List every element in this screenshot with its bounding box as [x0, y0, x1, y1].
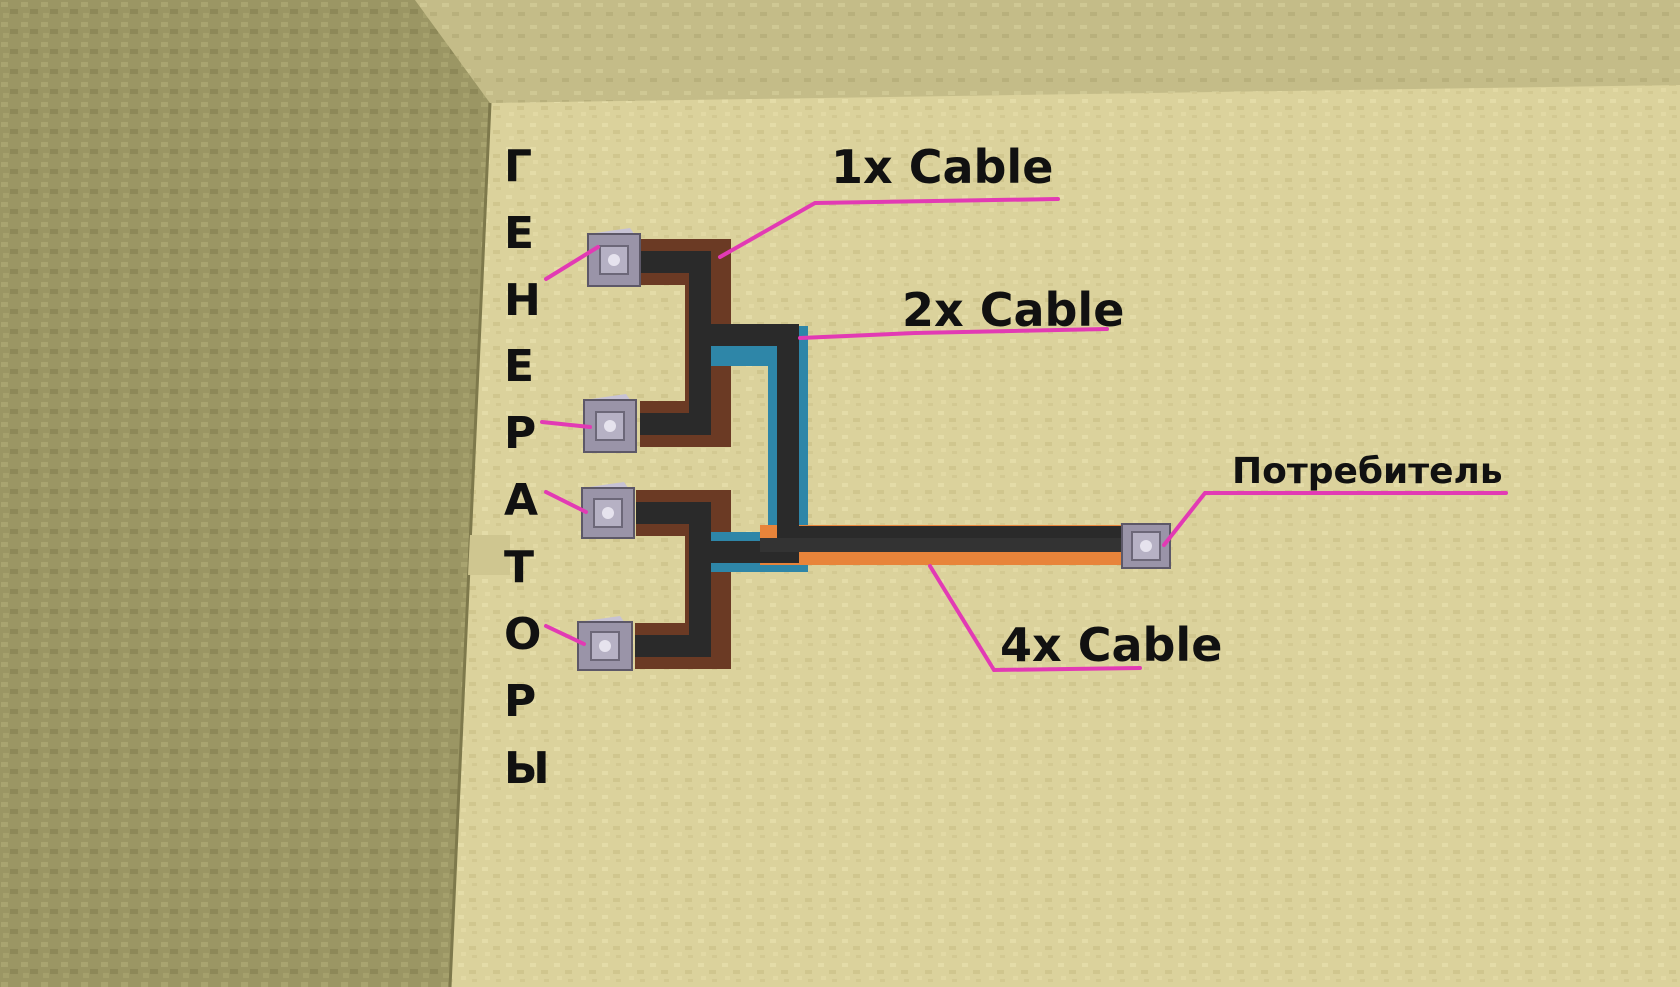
annotation-lines — [540, 197, 1508, 673]
cable-cores — [635, 251, 1128, 657]
pointer-4x-cable — [928, 564, 1142, 673]
generators-letter: Р — [504, 676, 537, 727]
consumer-machine[interactable] — [1121, 523, 1171, 569]
pointer-generator-4 — [544, 624, 586, 646]
pointer-1x-cable — [718, 197, 1060, 259]
generators-letter: Е — [504, 341, 535, 392]
pointer-2x-cable — [798, 327, 1109, 340]
generators-letter: Е — [504, 208, 535, 259]
label-4x-cable: 4x Cable — [1000, 618, 1223, 672]
generator-1[interactable] — [587, 228, 641, 287]
generator-3[interactable] — [581, 482, 635, 539]
left-wall — [0, 0, 490, 987]
generators-letter: Р — [504, 408, 537, 459]
label-2x-cable: 2x Cable — [902, 283, 1125, 337]
label-1x-cable: 1x Cable — [831, 140, 1054, 194]
pointer-generator-3 — [544, 490, 588, 514]
wall-notch — [468, 535, 510, 575]
generators-letter: О — [504, 609, 542, 660]
pointer-generator-2 — [540, 420, 592, 429]
generators-letter: Г — [504, 141, 533, 192]
generator-4[interactable] — [577, 616, 633, 671]
label-consumer: Потребитель — [1232, 451, 1503, 492]
pointer-consumer — [1162, 491, 1508, 547]
generators-letter: А — [504, 475, 539, 526]
generators-letter: Н — [504, 275, 541, 326]
top-wall — [415, 0, 1680, 103]
pointer-generator-1 — [544, 245, 600, 281]
generators-letter: Т — [504, 542, 535, 593]
generator-2[interactable] — [583, 394, 637, 453]
generators-letter: Ы — [504, 743, 550, 794]
